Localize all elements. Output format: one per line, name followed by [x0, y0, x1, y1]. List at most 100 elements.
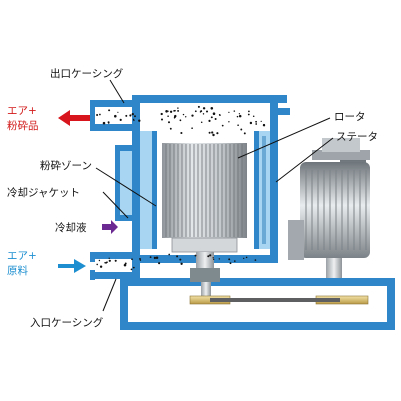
particle: [243, 132, 246, 135]
particle: [234, 260, 236, 262]
particle: [229, 262, 232, 265]
particle: [99, 265, 103, 268]
particle: [212, 112, 216, 115]
particle: [149, 256, 152, 258]
particle: [102, 121, 106, 125]
particle: [131, 258, 133, 261]
particle: [139, 259, 142, 261]
particle: [179, 258, 182, 261]
particle: [228, 111, 230, 114]
particle: [180, 262, 183, 265]
particle: [211, 131, 214, 134]
particle: [139, 257, 141, 260]
particle: [99, 113, 101, 116]
particle: [191, 127, 193, 130]
particle: [167, 115, 169, 117]
particle: [218, 258, 220, 260]
particle: [153, 256, 157, 260]
label-inlet-casing: 入口ケーシング: [30, 316, 104, 329]
particle: [160, 112, 163, 116]
particle: [243, 257, 245, 260]
particle: [108, 259, 111, 262]
particle: [207, 255, 210, 258]
particle: [191, 114, 194, 117]
particle: [236, 115, 239, 118]
particle: [158, 262, 161, 265]
particle: [249, 121, 253, 125]
particle: [114, 114, 117, 118]
particle: [131, 112, 134, 116]
label-air-plus-output: エア+: [7, 105, 37, 117]
particle: [134, 115, 136, 118]
particle: [194, 110, 197, 113]
label-grinding-zone: 粉砕ゾーン: [40, 159, 92, 172]
label-raw-material: 原料: [7, 264, 28, 277]
particle: [254, 259, 257, 261]
particle: [133, 119, 135, 122]
particle: [167, 121, 171, 124]
particle: [200, 121, 203, 123]
particle: [208, 119, 211, 122]
arrow-right-icon: [58, 259, 86, 273]
particle: [96, 263, 98, 266]
inlet-casing: [90, 252, 278, 280]
particle: [107, 122, 110, 124]
particle: [177, 107, 179, 109]
particle: [168, 253, 171, 256]
particle: [119, 118, 122, 121]
particle: [247, 113, 250, 116]
particle: [169, 110, 173, 113]
particle: [210, 116, 213, 119]
particle: [238, 113, 241, 115]
particle: [228, 258, 231, 261]
label-outlet-casing: 出口ケーシング: [50, 67, 124, 80]
particle: [179, 119, 182, 122]
label-air-plus-input: エア+: [7, 250, 37, 262]
particle: [210, 107, 214, 110]
label-coolant: 冷却液: [55, 221, 87, 234]
arrow-left-icon: [58, 110, 90, 126]
particle: [248, 110, 250, 113]
label-rotor: ロータ: [334, 111, 366, 123]
particle: [117, 111, 119, 113]
particle: [245, 256, 248, 259]
particle: [214, 118, 217, 120]
particle: [212, 133, 215, 137]
particle: [209, 254, 212, 257]
label-product: 粉砕品: [7, 119, 39, 132]
particle: [114, 259, 117, 262]
motor: [288, 138, 370, 278]
rotor-shaft: [190, 252, 220, 297]
particle: [104, 262, 106, 264]
leader-lines: [95, 79, 334, 312]
particle: [138, 119, 141, 122]
particle: [197, 105, 200, 108]
rotor: [162, 143, 247, 253]
particle: [255, 120, 257, 123]
belt-drive: [189, 295, 369, 305]
particle: [237, 124, 239, 126]
particle: [125, 114, 128, 117]
particle: [108, 109, 111, 112]
particle: [221, 124, 224, 127]
particle: [176, 255, 179, 258]
particle: [160, 118, 164, 121]
particle: [202, 107, 206, 110]
particle: [233, 110, 236, 112]
particle: [106, 261, 108, 264]
label-stator: ステータ: [336, 131, 378, 143]
particle: [184, 116, 187, 118]
particle: [263, 125, 265, 127]
particle: [108, 257, 110, 259]
particle: [96, 113, 99, 117]
particle: [123, 263, 127, 267]
particle: [173, 110, 175, 112]
stator: [254, 115, 278, 255]
particle: [208, 131, 211, 134]
base-frame: [120, 278, 395, 330]
particle: [212, 257, 214, 259]
label-cooling-jacket: 冷却ジャケット: [7, 186, 80, 199]
particle: [202, 113, 205, 115]
particle: [240, 128, 243, 131]
